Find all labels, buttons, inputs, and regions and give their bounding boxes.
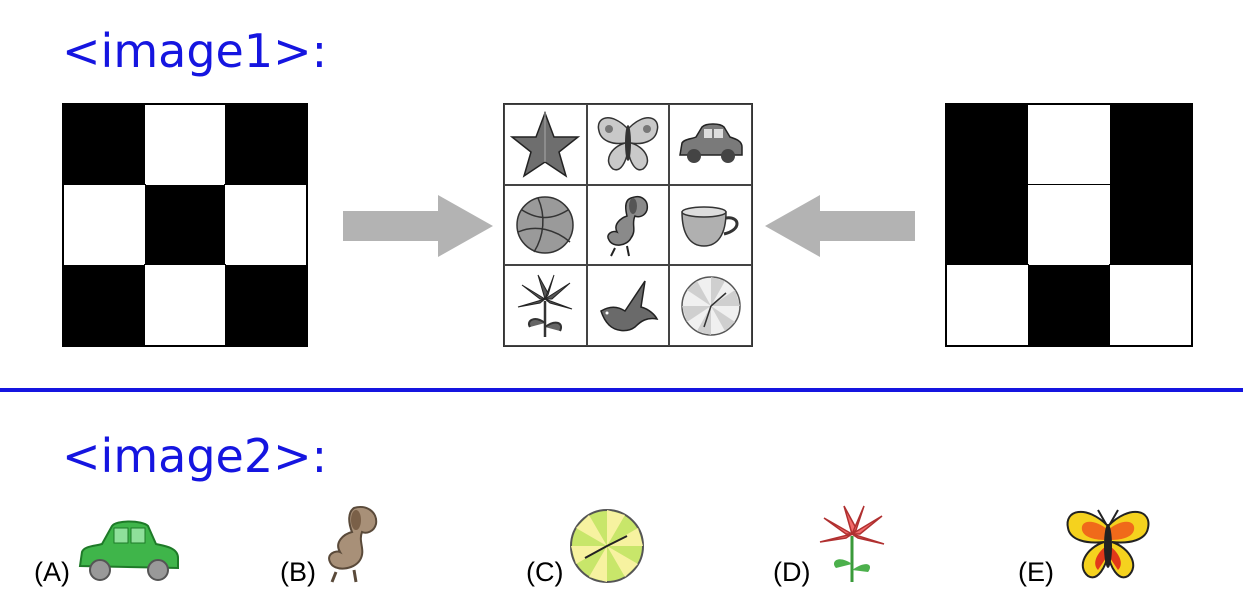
dog-icon bbox=[607, 196, 649, 257]
right-mask-cell-2-2 bbox=[1108, 264, 1193, 346]
grid-cell-cup bbox=[669, 184, 752, 266]
picture-grid bbox=[503, 103, 753, 347]
left-mask-cell-0-0 bbox=[64, 105, 145, 185]
image1-label: <image1>: bbox=[62, 24, 328, 78]
right-mask-cell-2-1 bbox=[1028, 265, 1110, 345]
section-divider bbox=[0, 388, 1243, 392]
butterfly-icon bbox=[1058, 502, 1158, 586]
clock-icon bbox=[680, 275, 741, 336]
left-mask-grid bbox=[62, 103, 308, 347]
image2-label: <image2>: bbox=[62, 429, 328, 483]
grid-cell-dog bbox=[586, 184, 670, 266]
right-mask-grid bbox=[945, 103, 1193, 347]
right-mask-cell-1-2 bbox=[1109, 185, 1191, 265]
option-a-label: (A) bbox=[34, 557, 70, 587]
right-mask-cell-0-0 bbox=[947, 105, 1029, 185]
grid-cell-star bbox=[504, 104, 587, 185]
flower-icon bbox=[814, 502, 890, 586]
flower-icon bbox=[518, 274, 573, 337]
right-mask-cell-0-2 bbox=[1109, 105, 1191, 185]
left-mask-cell-1-0 bbox=[63, 184, 146, 266]
option-c-label: (C) bbox=[526, 557, 564, 587]
left-mask-cell-1-1 bbox=[144, 185, 226, 265]
left-mask-cell-0-2 bbox=[225, 105, 306, 185]
ball-icon bbox=[516, 196, 575, 254]
cup-icon bbox=[680, 206, 739, 247]
option-a[interactable]: (A) bbox=[34, 500, 184, 586]
right-mask-cell-2-0 bbox=[945, 264, 1030, 346]
grid-cell-car bbox=[669, 104, 752, 185]
option-b[interactable]: (B) bbox=[280, 500, 386, 586]
grid-cell-ball bbox=[504, 184, 587, 266]
grid-cell-butterfly bbox=[586, 104, 670, 185]
option-c[interactable]: (C) bbox=[526, 500, 647, 586]
arrow-right-icon bbox=[343, 195, 493, 257]
dog-icon bbox=[320, 502, 386, 586]
grid-cell-clock bbox=[669, 265, 752, 346]
option-b-label: (B) bbox=[280, 557, 316, 587]
star-icon bbox=[510, 111, 581, 179]
car-icon bbox=[74, 506, 184, 586]
arrow-left-icon bbox=[765, 195, 915, 257]
left-mask-cell-2-0 bbox=[64, 265, 145, 345]
option-d-label: (D) bbox=[773, 557, 811, 587]
right-mask-cell-1-1 bbox=[1027, 184, 1111, 266]
left-mask-cell-2-2 bbox=[225, 265, 306, 345]
option-e-label: (E) bbox=[1018, 557, 1054, 587]
clock-icon bbox=[567, 502, 647, 586]
grid-cell-flower bbox=[504, 265, 587, 346]
right-mask-cell-1-0 bbox=[947, 185, 1029, 265]
bird-icon bbox=[600, 280, 659, 331]
option-e[interactable]: (E) bbox=[1018, 500, 1158, 586]
option-d[interactable]: (D) bbox=[773, 500, 890, 586]
left-mask-cell-2-1 bbox=[143, 264, 227, 346]
left-mask-cell-0-1 bbox=[143, 104, 227, 186]
grid-cell-bird bbox=[586, 265, 670, 346]
right-mask-cell-0-1 bbox=[1027, 104, 1111, 186]
car-icon bbox=[678, 123, 743, 164]
left-mask-cell-1-2 bbox=[224, 184, 307, 266]
butterfly-icon bbox=[597, 117, 659, 171]
